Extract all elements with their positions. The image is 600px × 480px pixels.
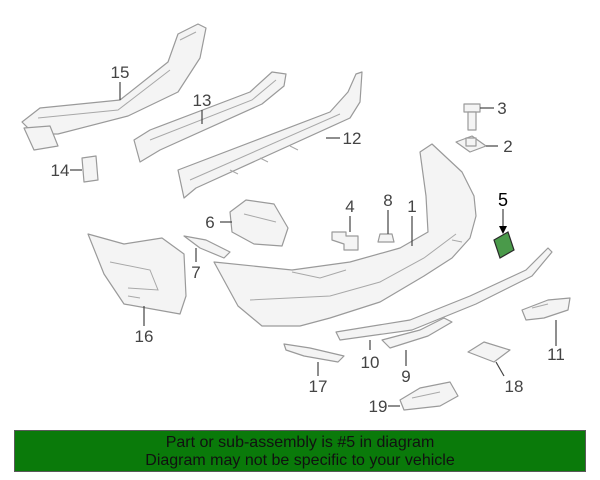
callout-1: 1 — [407, 197, 416, 216]
part-18-module — [467, 341, 511, 363]
callout-14: 14 — [51, 161, 70, 180]
banner-line-2: Diagram may not be specific to your vehi… — [145, 452, 455, 469]
part-9-trim — [381, 317, 453, 349]
part-8-grommet — [377, 233, 395, 243]
callout-2: 2 — [503, 137, 512, 156]
callout-10: 10 — [361, 353, 380, 372]
callout-8: 8 — [383, 191, 392, 210]
part-1-bumper-cover — [213, 143, 477, 327]
callout-3: 3 — [497, 99, 506, 118]
banner-line-1: Part or sub-assembly is #5 in diagram — [165, 434, 435, 451]
callout-12: 12 — [343, 129, 362, 148]
part-17-reflector — [283, 343, 345, 363]
callout-15: 15 — [111, 63, 130, 82]
part-3-bolt — [463, 103, 481, 131]
callout-13: 13 — [193, 91, 212, 110]
callout-16: 16 — [135, 327, 154, 346]
part-14-clip — [81, 155, 99, 183]
callout-17: 17 — [309, 377, 328, 396]
part-10-moulding — [335, 247, 553, 341]
part-13-bar — [133, 71, 287, 163]
callout-9: 9 — [401, 367, 410, 386]
leader-lines — [70, 82, 557, 407]
part-19-bracket — [399, 381, 459, 411]
part-16-panel — [87, 233, 187, 315]
part-5-highlighted — [493, 231, 515, 259]
callout-11: 11 — [547, 345, 565, 364]
callout-4: 4 — [345, 197, 354, 216]
part-info-banner: Part or sub-assembly is #5 in diagram Di… — [14, 430, 586, 472]
callout-19: 19 — [369, 397, 388, 416]
part-12-absorber — [177, 71, 363, 199]
callout-18: 18 — [505, 377, 524, 396]
part-11-exhaust-tip — [521, 297, 571, 321]
part-7-trim — [183, 235, 231, 259]
part-4-sensor — [331, 231, 359, 251]
callout-6: 6 — [205, 213, 214, 232]
part-2-nut — [455, 135, 487, 153]
part-6-bracket — [229, 199, 289, 247]
part-15-reinforcement — [21, 23, 207, 151]
callout-7: 7 — [191, 263, 200, 282]
callout-5-highlighted: 5 — [498, 190, 508, 210]
